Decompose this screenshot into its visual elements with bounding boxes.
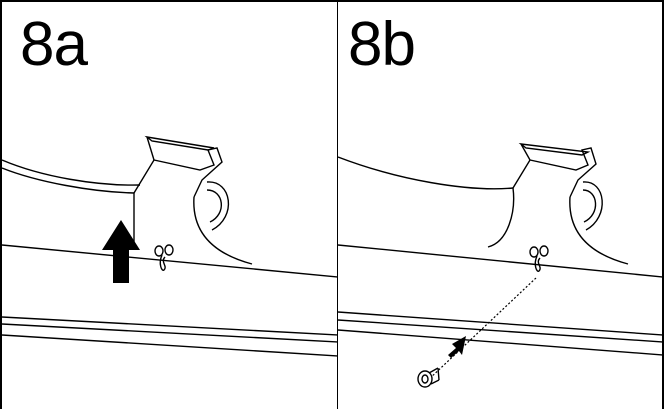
up-arrow-icon [102, 220, 140, 283]
lower-rail-3 [338, 329, 662, 356]
bracket-top [144, 135, 215, 151]
screw-icon [417, 367, 440, 388]
upper-rail-line [338, 156, 514, 190]
lower-rail-2 [2, 323, 337, 343]
panel-8b-drawing [338, 143, 662, 388]
clip-icon [154, 244, 174, 271]
panel-label-8b: 8b [348, 10, 416, 79]
lower-rail-1 [338, 311, 662, 336]
bracket-loop [582, 181, 603, 231]
bracket-loop [206, 181, 229, 231]
bracket-edge [146, 136, 155, 161]
bracket-loop-inner [206, 189, 222, 223]
panel-8a-drawing [2, 135, 337, 357]
upper-rail-line-inner [2, 167, 135, 194]
bracket-edge [520, 143, 531, 161]
bracket-outline [512, 147, 597, 198]
clip-icon [529, 245, 549, 272]
lower-rail-2 [338, 319, 662, 343]
bracket-side [193, 196, 253, 265]
lower-rail-3 [2, 334, 337, 357]
panel-label-8a: 8a [20, 10, 88, 79]
upper-rail-line [2, 159, 141, 186]
bracket-loop-inner [582, 189, 597, 223]
panel-8a: 8a [0, 0, 338, 409]
lower-rail-1 [2, 316, 337, 336]
panel-8b: 8b [337, 0, 664, 409]
guide-line [427, 277, 537, 381]
direction-arrow-icon [448, 336, 466, 358]
horizontal-edge [338, 244, 662, 278]
bracket-top [518, 143, 591, 156]
bracket-side [569, 196, 629, 265]
horizontal-edge [2, 244, 337, 278]
bracket-front [487, 187, 515, 248]
